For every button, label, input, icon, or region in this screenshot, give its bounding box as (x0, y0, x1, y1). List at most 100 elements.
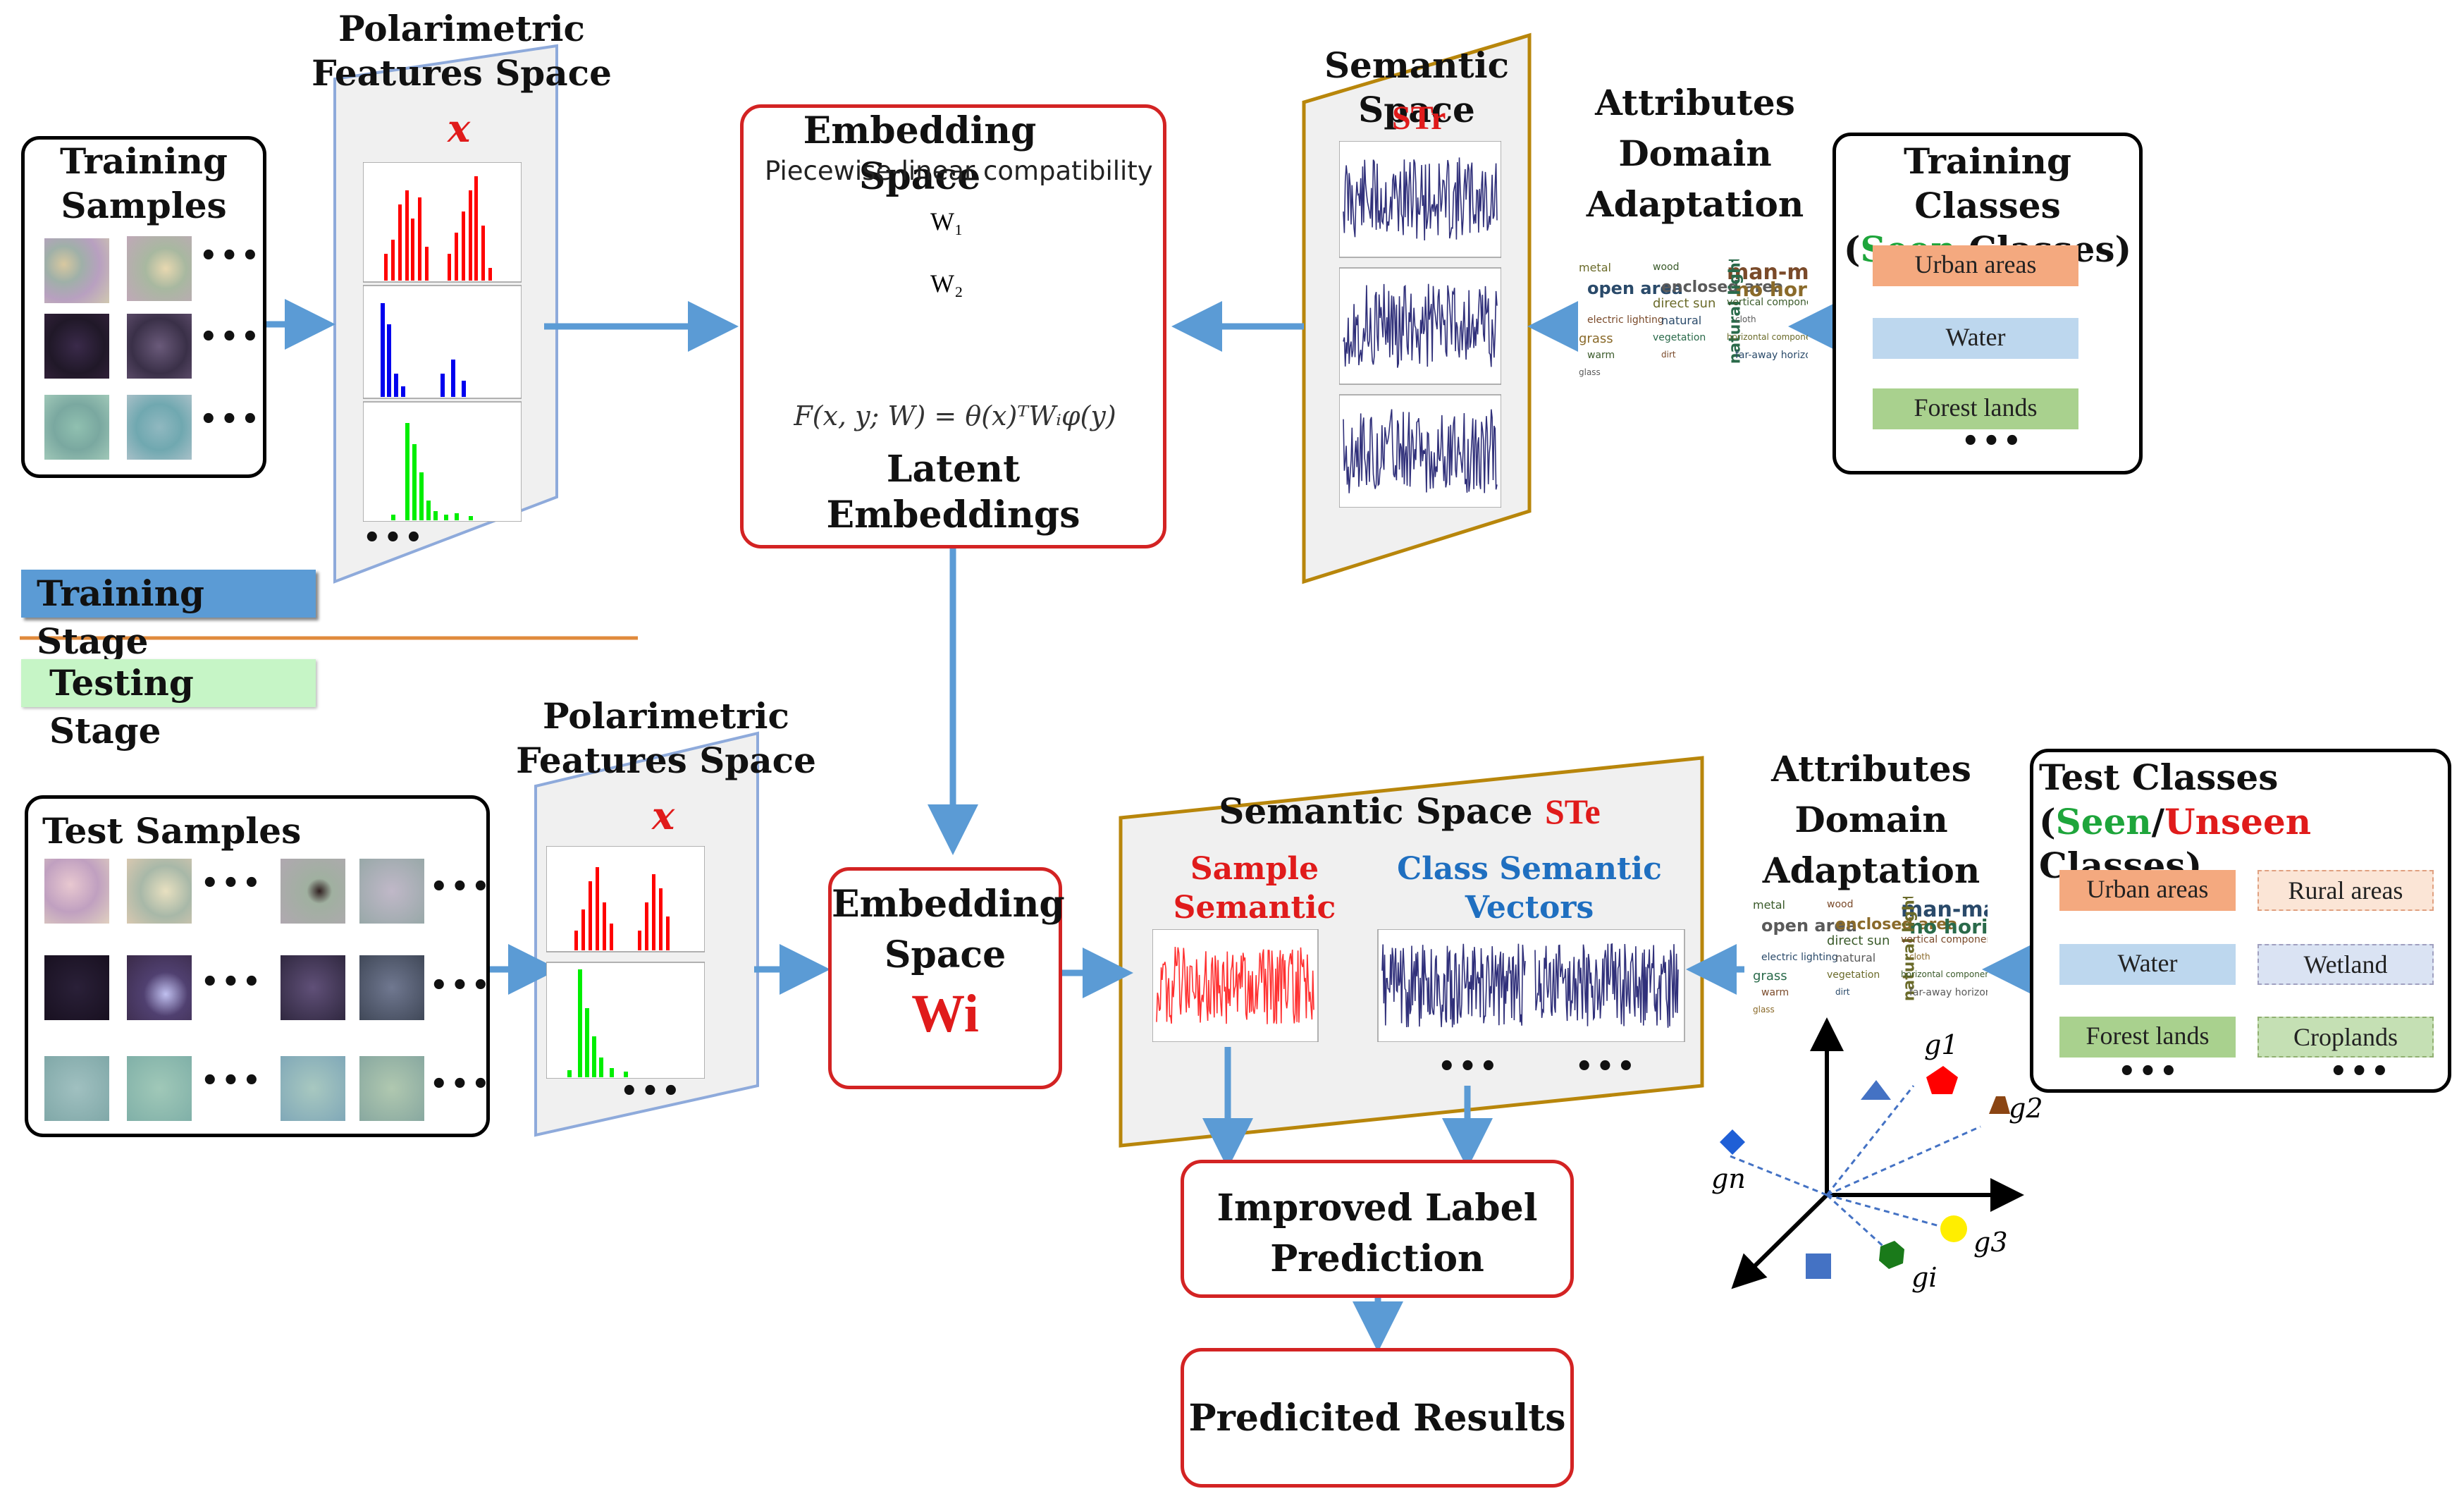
train-embedding-subtitle: Piecewise-linear compatibility (765, 156, 1153, 186)
class-urban: Urban areas (1873, 245, 2078, 286)
train-embedding-box: Embedding Space Piecewise-linear compati… (740, 104, 1166, 548)
wordcloud-word: natural light (1900, 897, 1918, 1002)
wordcloud-word: grass (1753, 969, 1787, 983)
test-semantic-plots (1152, 929, 1685, 1042)
attribute-axes (1720, 1017, 2024, 1289)
ellipsis: ••• (430, 969, 493, 1002)
axis-label-g2: g2 (2009, 1093, 2043, 1124)
sample-tile (127, 395, 192, 460)
ellipsis: ••• (363, 522, 426, 554)
sample-tile (281, 955, 345, 1020)
test-classes-box: Test Classes (Seen/Unseen Classes) Urban… (2030, 749, 2451, 1093)
wordcloud-word: natural light (1726, 259, 1744, 364)
class-water: Water (1873, 318, 2078, 359)
ellipsis: ••• (199, 240, 262, 272)
axis-label-gn: gn (1711, 1163, 1746, 1194)
wordcloud-word: metal (1753, 898, 1785, 912)
test-class-urban: Urban areas (2059, 870, 2236, 911)
sample-tile (281, 859, 345, 924)
sample-tile (127, 955, 192, 1020)
test-class-wetland: Wetland (2257, 944, 2434, 985)
ellipsis: ••• (1961, 425, 2024, 458)
sample-tile (359, 859, 424, 924)
test-class-rural: Rural areas (2257, 870, 2434, 911)
sample-tile (44, 955, 109, 1020)
wordcloud-word: wood (1827, 899, 1854, 910)
ellipsis: ••• (2329, 1055, 2392, 1088)
test-classes-title: Test Classes (Seen/Unseen Classes) (2039, 756, 2312, 886)
test-histograms (546, 846, 705, 1079)
compatibility-formula: F(x, y; W) = θ(x)ᵀWᵢφ(y) (794, 400, 1116, 431)
wordcloud-word: glass (1579, 367, 1601, 377)
training-classes-title: Training Classes (Seen Classes) (1843, 140, 2131, 270)
wordcloud-word: far-away horizon (1909, 987, 1988, 998)
sample-tile (44, 395, 109, 460)
sample-tile (44, 314, 109, 379)
wordcloud-word: man-made (1901, 897, 1988, 922)
wordcloud-word: grass (1579, 331, 1613, 346)
axis-label-g3: g3 (1973, 1227, 2008, 1258)
wordcloud-word: horizontal components (1727, 332, 1808, 342)
wordcloud-word: metal (1579, 261, 1611, 274)
test-samples-title: Test Samples (42, 810, 302, 852)
wordcloud-word: vegetation (1653, 332, 1706, 343)
wordcloud-word: enclosed area (1835, 916, 1958, 933)
wordcloud-word: wood (1653, 262, 1680, 273)
ellipsis: ••• (430, 1068, 493, 1101)
sample-tile (44, 238, 109, 303)
ellipsis: ••• (2118, 1055, 2181, 1088)
test-class-forest: Forest lands (2059, 1017, 2236, 1058)
sample-tile (359, 1056, 424, 1121)
wordcloud-word: natural (1661, 314, 1702, 327)
wordcloud-word: open area (1587, 278, 1683, 298)
wi-symbol: Wi (911, 984, 979, 1043)
wordcloud-word: cloth (1735, 314, 1756, 324)
wordcloud-word: no horizon (1735, 278, 1808, 301)
train-semantic-symbol: STr (1392, 99, 1446, 137)
test-semantic-title: Semantic Space STe (1219, 790, 1601, 832)
wordcloud-word: far-away horizon (1735, 350, 1808, 361)
wordcloud-word: electric lighting (1587, 314, 1664, 326)
wordcloud-word: open area (1761, 916, 1857, 936)
wordcloud-word: enclosed area (1661, 278, 1784, 296)
predicted-results-box: Predicited Results (1181, 1348, 1574, 1488)
axis-label-g1: g1 (1924, 1029, 1959, 1060)
sample-tile (127, 859, 192, 924)
predicted-results-title: Predicited Results (1188, 1397, 1566, 1440)
ellipsis: ••• (620, 1075, 683, 1108)
wordcloud-word: natural (1835, 951, 1876, 964)
wordcloud-word: direct sun (1827, 933, 1890, 948)
ellipsis: ••• (201, 867, 264, 900)
ellipsis: ••• (430, 871, 493, 903)
train-feature-symbol: x (448, 106, 471, 151)
sample-tile (44, 1056, 109, 1121)
ellipsis: ••• (201, 966, 264, 998)
train-embedding-title: Embedding Space (803, 109, 1037, 198)
testing-stage-label: Testing Stage (21, 659, 316, 752)
wordcloud-word: vertical components (1901, 934, 1988, 945)
wordcloud-word: dirt (1661, 350, 1676, 360)
ellipsis: ••• (1438, 1050, 1501, 1083)
sample-tile (281, 1056, 345, 1121)
test-feature-symbol: x (652, 793, 675, 838)
w2-label: W₂ (930, 269, 963, 298)
wordcloud-word: vegetation (1827, 969, 1880, 981)
sample-tile (127, 1056, 192, 1121)
wordcloud-word: horizontal components (1901, 969, 1988, 979)
train-histograms (363, 162, 522, 522)
class-forest: Forest lands (1873, 388, 2078, 429)
ellipsis: ••• (201, 1065, 264, 1097)
ellipsis: ••• (199, 403, 262, 436)
test-class-cropland: Croplands (2257, 1017, 2434, 1058)
